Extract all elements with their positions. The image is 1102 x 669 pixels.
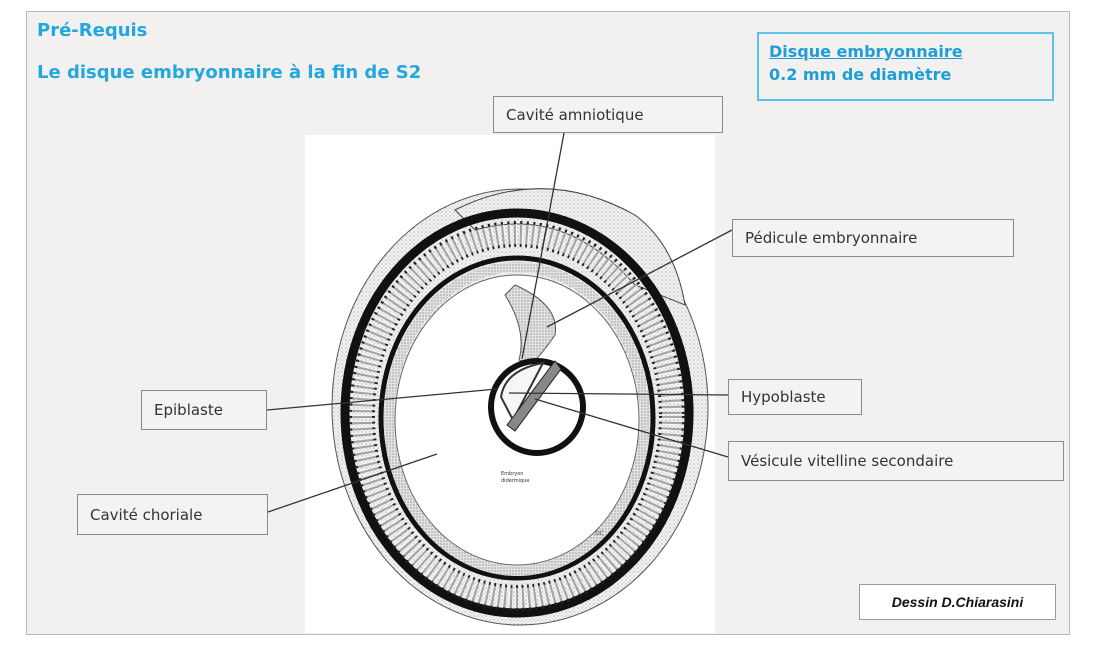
svg-text:DC: DC: [595, 530, 604, 537]
amniotic-cavity: [499, 361, 545, 423]
label-vesicule-vitelline: Vésicule vitelline secondaire: [728, 441, 1064, 481]
label-epiblaste: Epiblaste: [141, 390, 267, 430]
slide-title: Pré-Requis: [37, 20, 148, 41]
label-cavite-choriale: Cavité choriale: [77, 494, 268, 535]
embryo-illustration: Embryon didermique DC: [331, 188, 709, 626]
svg-text:Embryon: Embryon: [501, 471, 523, 477]
info-box: Disque embryonnaire 0.2 mm de diamètre: [757, 32, 1054, 101]
label-cavite-amniotique: Cavité amniotique: [493, 96, 723, 133]
slide: Pré-Requis Le disque embryonnaire à la f…: [26, 11, 1070, 635]
label-hypoblaste: Hypoblaste: [728, 379, 862, 415]
svg-text:didermique: didermique: [501, 478, 529, 484]
credit-box: Dessin D.Chiarasini: [859, 584, 1056, 620]
embryo-drawing: Embryon didermique DC: [305, 135, 715, 633]
label-pedicule-embryonnaire: Pédicule embryonnaire: [732, 219, 1014, 257]
slide-subtitle: Le disque embryonnaire à la fin de S2: [37, 62, 422, 83]
bilaminar-disc: [506, 360, 562, 432]
info-box-line-2: 0.2 mm de diamètre: [769, 65, 952, 84]
info-box-line-1: Disque embryonnaire: [769, 42, 963, 61]
